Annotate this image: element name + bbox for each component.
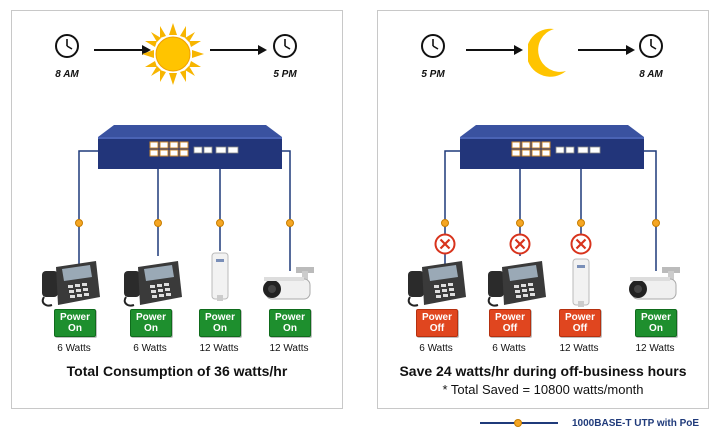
clock-icon [421,34,445,58]
start-time: 8 AM [55,69,79,80]
legend-label: 1000BASE-T UTP with PoE [572,417,700,429]
power-cut-icon [570,233,592,255]
arrow-right-icon [466,45,523,55]
power-cut-icon [509,233,531,255]
poe-indicator [441,219,449,227]
moon-icon [528,28,566,77]
daytime-panel: 8 AM [11,10,343,409]
ip-phone-icon [41,261,100,307]
poe-indicator [216,219,224,227]
savings-summary: Save 24 watts/hr during off-business hou… [399,363,687,379]
ip-phone-icon [407,261,466,307]
device-watts: 6 Watts [57,343,91,354]
clock-icon [639,34,663,58]
power-cut-icon [434,233,456,255]
legend: 1000BASE-T UTP with PoE [480,415,716,431]
after-hours-panel: 5 PM 8 AM [377,10,709,409]
poe-indicator [516,219,524,227]
ip-phone-icon [487,261,546,307]
poe-indicator [652,219,660,227]
start-time: 5 PM [421,69,445,80]
consumption-summary: Total Consumption of 36 watts/hr [66,363,288,379]
poe-switch-icon [98,125,282,169]
device-watts: 6 Watts [419,343,453,354]
clock-icon [55,34,79,58]
total-saved: * Total Saved = 10800 watts/month [442,382,644,397]
poe-switch-icon [460,125,644,169]
poe-indicator [286,219,294,227]
clock-icon [273,34,297,58]
device-watts: 12 Watts [269,343,309,354]
poe-indicator [154,219,162,227]
access-point-icon [572,258,590,307]
ip-camera-icon [629,267,680,300]
device-watts: 6 Watts [133,343,167,354]
arrow-right-icon [210,45,267,55]
ip-phone-icon [123,261,182,307]
arrow-right-icon [94,45,151,55]
arrow-right-icon [578,45,635,55]
ip-camera-icon [263,267,314,300]
device-watts: 12 Watts [635,343,675,354]
poe-indicator [514,419,522,427]
device-watts: 6 Watts [492,343,526,354]
access-point-icon [211,252,229,301]
end-time: 8 AM [639,69,663,80]
legend-line-swatch [480,419,558,427]
poe-indicator [577,219,585,227]
device-watts: 12 Watts [559,343,599,354]
device-watts: 12 Watts [199,343,239,354]
sun-icon [142,23,204,85]
poe-indicator [75,219,83,227]
end-time: 5 PM [273,69,297,80]
